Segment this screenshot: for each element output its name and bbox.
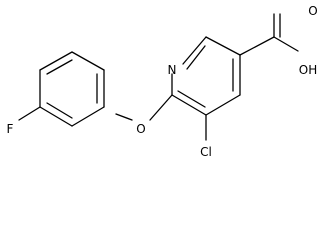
bond-carboxyl-oh [273, 36, 299, 52]
bond-n-c2 [182, 36, 207, 65]
bond-n-c2-inner [186, 45, 206, 70]
bond-c5-c6 [171, 94, 207, 116]
fluorine-label: F [7, 122, 14, 136]
carbonyl-oxygen-label: O [308, 4, 317, 18]
bond-ar-2 [71, 51, 105, 71]
bond-o-aryl [115, 113, 133, 121]
bond-ar-3-inner [46, 59, 73, 75]
chlorine-label: Cl [200, 145, 212, 159]
bond-ar-3 [39, 51, 73, 71]
hydroxyl-label: OH [299, 63, 317, 77]
bond-c2-c3 [205, 36, 241, 56]
fluorophenyl-ring [18, 51, 105, 127]
bond-c5-c6-inner [177, 90, 206, 108]
bond-c6-o [149, 94, 173, 121]
bond-ar-6 [71, 106, 105, 127]
chemical-structure-diagram: N O Cl F O OH [7, 4, 318, 159]
nitrogen-label: N [168, 63, 177, 77]
ether-oxygen-label: O [136, 122, 145, 136]
bond-c3-carboxyl [239, 36, 275, 56]
bond-ar-5-inner [46, 102, 73, 119]
ether-linkage [115, 94, 173, 121]
carboxylic-acid-group [239, 13, 299, 56]
bond-ar-5 [39, 106, 73, 127]
bond-c4-c5 [205, 94, 241, 116]
pyridine-ring [171, 36, 241, 116]
bond-ar-f [18, 106, 41, 121]
